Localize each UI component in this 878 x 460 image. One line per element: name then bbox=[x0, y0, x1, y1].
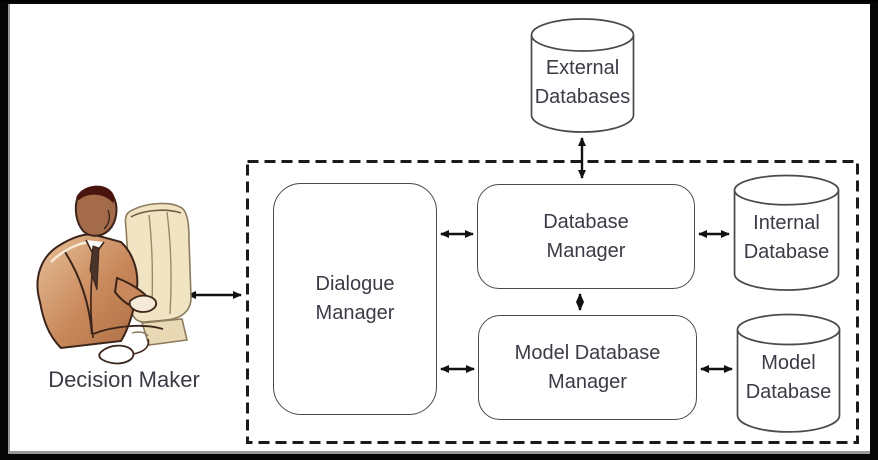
node-label-line: Model bbox=[761, 351, 816, 374]
person-icon bbox=[36, 185, 164, 365]
node-external-databases: External Databases bbox=[530, 17, 635, 134]
node-model-database-manager: Model Database Manager bbox=[478, 315, 697, 420]
decision-maker-label: Decision Maker bbox=[48, 367, 200, 392]
node-label-line: Manager bbox=[546, 239, 626, 262]
diagram-canvas: External Databases Dialogue Manager Data… bbox=[8, 4, 870, 454]
database-cylinder-icon bbox=[530, 18, 635, 133]
node-internal-database: Internal Database bbox=[733, 174, 840, 292]
node-label: Model Database bbox=[746, 341, 832, 407]
node-model-database: Model Database bbox=[736, 313, 841, 434]
node-label: External Databases bbox=[535, 40, 631, 112]
node-label-line: Dialogue bbox=[315, 273, 395, 295]
node-label-line: Database bbox=[543, 210, 629, 233]
node-label-line: Database bbox=[743, 241, 830, 263]
node-label-line: Databases bbox=[534, 85, 631, 108]
node-dialogue-manager: Dialogue Manager bbox=[273, 183, 437, 415]
node-label-line: External bbox=[545, 56, 620, 79]
decision-maker-clipart bbox=[36, 185, 192, 365]
node-label-line: Database bbox=[745, 380, 832, 403]
node-label-line: Manager bbox=[315, 302, 395, 324]
node-label: Internal Database bbox=[744, 199, 830, 267]
node-label-line: Internal bbox=[753, 212, 820, 234]
node-label-line: Manager bbox=[548, 370, 627, 393]
node-database-manager: Database Manager bbox=[477, 184, 695, 289]
node-label-line: Model Database bbox=[514, 341, 661, 364]
